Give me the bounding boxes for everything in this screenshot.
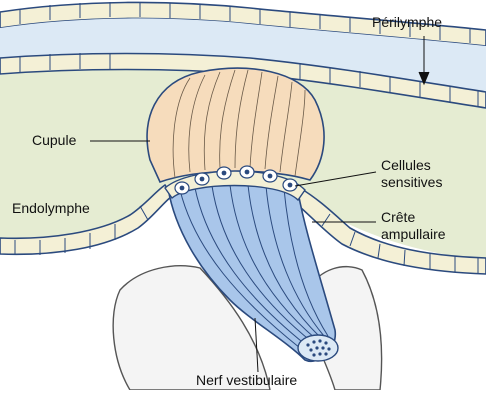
label-perilymphe: Périlymphe	[372, 14, 442, 31]
label-crete-line2: ampullaire	[381, 226, 446, 243]
label-nerf-vestibulaire: Nerf vestibulaire	[196, 372, 297, 389]
hair-cell	[175, 182, 189, 194]
hair-cell	[283, 179, 297, 191]
hair-cell	[195, 173, 209, 185]
label-crete-line1: Crête	[381, 209, 415, 226]
hair-cell	[217, 167, 231, 179]
label-endolymphe: Endolymphe	[12, 200, 90, 217]
label-cellules-line2: sensitives	[381, 174, 442, 191]
label-cupule: Cupule	[32, 132, 76, 149]
label-cellules-line1: Cellules	[381, 157, 431, 174]
hair-cell	[263, 170, 277, 182]
hair-cell	[240, 166, 254, 178]
